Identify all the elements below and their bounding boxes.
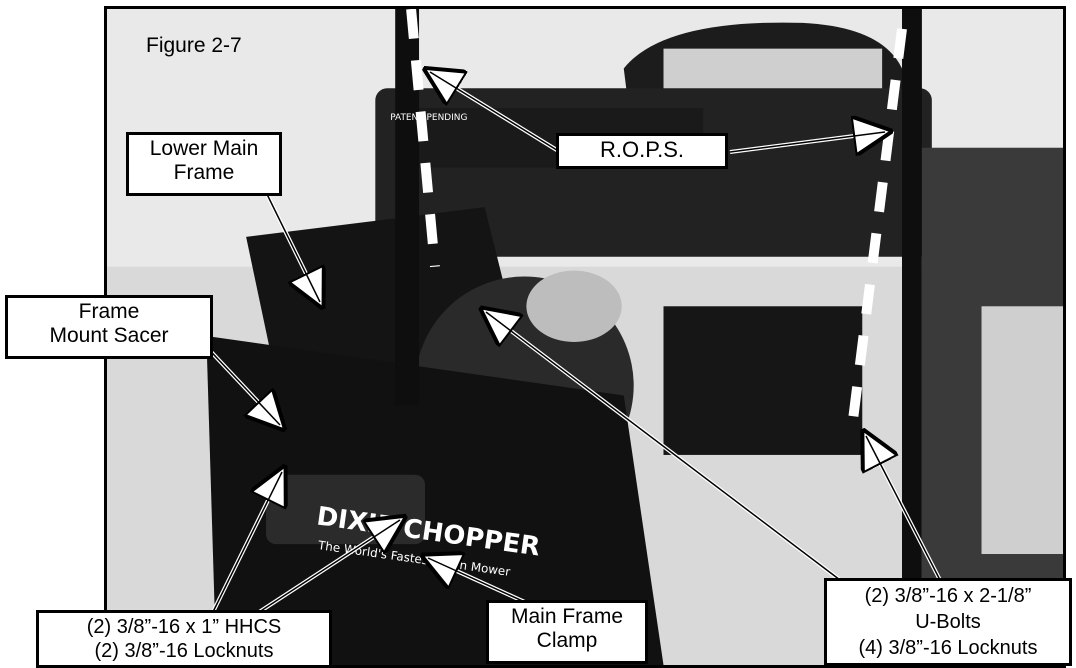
frame-mount-line1: Frame [78,300,140,323]
patent-plate: PATENT PENDING [390,113,467,123]
rops-label: R.O.P.S. [556,133,728,169]
u-bolts-line3: (4) 3/8”-16 Locknuts [858,637,1038,659]
lower-main-frame-label: Lower Main Frame [126,132,282,196]
lower-main-frame-line2: Frame [173,161,235,184]
rops-label-text: R.O.P.S. [600,137,684,162]
hhcs-label: (2) 3/8”-16 x 1” HHCS (2) 3/8”-16 Locknu… [36,610,332,668]
u-bolts-line1: (2) 3/8”-16 x 2-1/8” [864,585,1032,607]
hhcs-line1: (2) 3/8”-16 x 1” HHCS [86,616,282,638]
frame-mount-line2: Mount Sacer [49,324,169,347]
mower-photo: DIXIE CHOPPER The World's Fastest Lawn M… [107,9,1063,665]
figure-title: Figure 2-7 [146,34,242,57]
lower-main-frame-line1: Lower Main [149,137,259,160]
main-frame-clamp-line2: Clamp [536,629,598,652]
main-frame-clamp-label: Main Frame Clamp [486,600,648,664]
photo-frame: DIXIE CHOPPER The World's Fastest Lawn M… [104,6,1066,668]
u-bolts-label: (2) 3/8”-16 x 2-1/8” U-Bolts (4) 3/8”-16… [824,578,1072,666]
main-frame-clamp-line1: Main Frame [510,605,624,628]
u-bolts-line2: U-Bolts [915,611,981,633]
frame-mount-label: Frame Mount Sacer [5,295,213,359]
hhcs-line2: (2) 3/8”-16 Locknuts [94,640,274,662]
